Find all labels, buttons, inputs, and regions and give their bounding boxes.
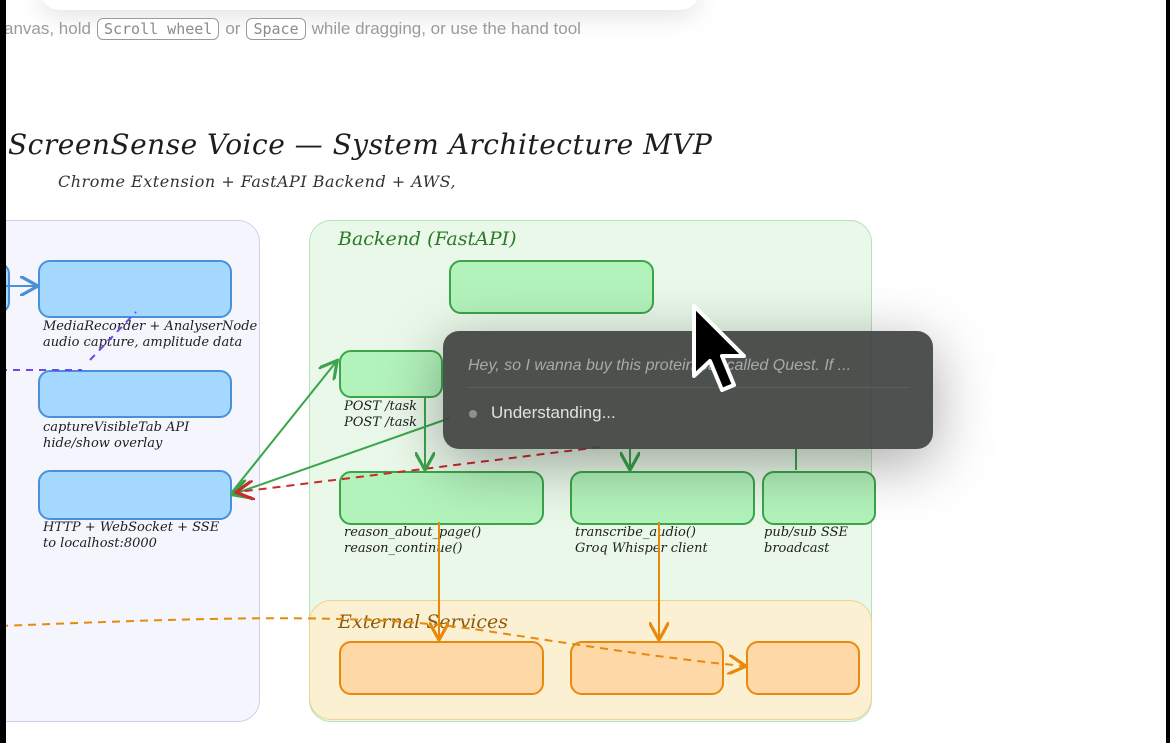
arrow-red-dashed (238, 446, 601, 492)
arrow-http-to-task (231, 362, 336, 493)
box-service-llm[interactable] (339, 641, 544, 695)
caption-post-2: POST /task (344, 415, 418, 430)
caption-post-1: POST /task (344, 399, 418, 414)
caption-capture-2: hide/show overlay (43, 436, 163, 451)
kbd-scroll-wheel: Scroll wheel (96, 18, 220, 40)
backend-frame-label[interactable]: Backend (FastAPI) (338, 228, 517, 250)
overlay-query-text: Hey, so I wanna buy this protein bar cal… (468, 357, 852, 374)
box-transcribe[interactable] (570, 471, 755, 525)
voice-overlay-panel[interactable]: Hey, so I wanna buy this protein bar cal… (443, 331, 933, 449)
arrow-purple-dashed (0, 311, 137, 371)
diagram-title[interactable]: ScreenSense Voice — System Architecture … (8, 128, 713, 161)
caption-capture-1: captureVisibleTab API (43, 420, 190, 435)
arrow-orange-dashed (0, 617, 744, 666)
diagram-subtitle[interactable]: Chrome Extension + FastAPI Backend + AWS… (58, 172, 457, 191)
caption-media-1: MediaRecorder + AnalyserNode (43, 319, 258, 334)
box-capture-tab[interactable] (38, 370, 232, 418)
caption-http-2: to localhost:8000 (43, 536, 157, 551)
kbd-space: Space (246, 18, 306, 40)
right-window-edge (1166, 0, 1170, 743)
caption-pubsub-1: pub/sub SSE (764, 525, 848, 540)
box-service-aws[interactable] (746, 641, 860, 695)
canvas-hint: anvas, hold Scroll wheel or Space while … (4, 16, 581, 42)
box-reasoning[interactable] (339, 471, 544, 525)
mouse-pointer-icon (692, 304, 746, 392)
box-task-endpoint[interactable] (339, 350, 443, 398)
status-dot-icon (469, 410, 477, 418)
box-http-client[interactable] (38, 470, 232, 520)
hint-or: or (225, 19, 241, 38)
box-service-speech[interactable] (570, 641, 724, 695)
caption-http-1: HTTP + WebSocket + SSE (43, 520, 220, 535)
arrow-task-to-http (234, 417, 451, 494)
box-backend-top[interactable] (449, 260, 654, 314)
caption-transcribe-2: Groq Whisper client (575, 541, 708, 556)
overlay-divider (468, 387, 908, 388)
box-pubsub[interactable] (762, 471, 876, 525)
caption-pubsub-2: broadcast (764, 541, 830, 556)
left-window-edge (0, 0, 6, 743)
top-toolbar-shadow (40, 0, 700, 10)
caption-transcribe-1: transcribe_audio() (575, 525, 696, 540)
caption-reason-2: reason_continue() (344, 541, 463, 556)
caption-media-2: audio capture, amplitude data (43, 335, 243, 350)
overlay-status-text: Understanding... (491, 403, 616, 422)
caption-reason-1: reason_about_page() (344, 525, 482, 540)
hint-suffix: while dragging, or use the hand tool (311, 19, 581, 38)
hint-prefix: anvas, hold (4, 19, 91, 38)
